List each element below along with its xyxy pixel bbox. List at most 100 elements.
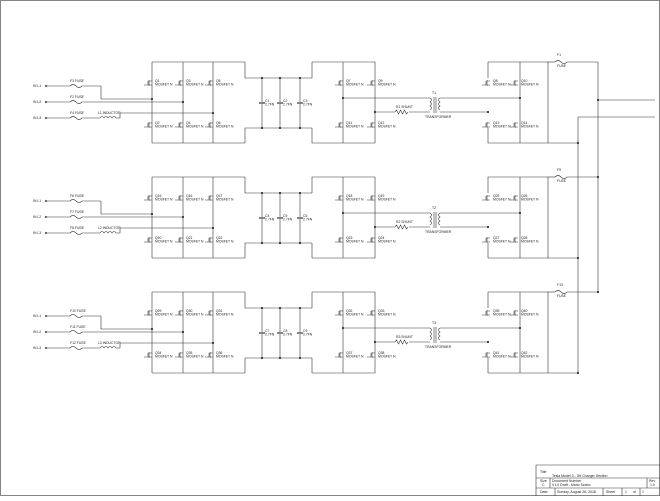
mosfet-symbol <box>482 310 490 316</box>
input-connector <box>44 330 48 334</box>
mosfet-ref: Q11 <box>346 121 352 125</box>
mosfet-ref: Q13 <box>493 121 500 125</box>
mosfet-ref: Q35 <box>186 351 193 355</box>
junction-dot <box>486 225 490 229</box>
junction-dot <box>260 76 264 80</box>
rev-value: 1.0 <box>650 483 655 487</box>
wire <box>116 227 213 234</box>
mosfet-ref: Q5 <box>216 79 221 83</box>
junction-dot <box>150 97 154 101</box>
mosfet-label: MOSFET N <box>493 83 511 87</box>
docnum-value: V1.0 Draft - Mario Szabo <box>552 483 591 487</box>
size-value: C <box>542 483 545 487</box>
input-connector <box>44 199 48 203</box>
mosfet-ref: Q28 <box>521 236 528 240</box>
mosfet-ref: Q7 <box>346 79 351 83</box>
mosfet-label: MOSFET N <box>346 83 364 87</box>
capacitor-ref: C5 <box>283 214 287 218</box>
mosfet-symbol <box>205 195 213 201</box>
mosfet-ref: Q6 <box>216 121 221 125</box>
wire <box>100 86 152 100</box>
mosfet-label: MOSFET N <box>216 240 234 244</box>
mosfet-label: MOSFET N <box>186 355 204 359</box>
mosfet-symbol <box>510 80 518 86</box>
mosfet-symbol <box>175 352 183 358</box>
capacitor-value: 2.7FN <box>283 218 293 222</box>
mosfet-symbol <box>367 122 375 128</box>
inductor-symbol <box>99 346 117 349</box>
mosfet-label: MOSFET N <box>346 313 364 317</box>
fuse-label: F2 FUSE <box>70 95 85 99</box>
mosfet-ref: Q42 <box>521 351 528 355</box>
mosfet-label: MOSFET N <box>155 313 173 317</box>
sheet-value: 1 <box>625 490 627 494</box>
mosfet-label: MOSFET N <box>186 198 204 202</box>
inductor-label: L1 INDUCTOR <box>98 111 121 115</box>
capacitor-ref: C8 <box>283 329 287 333</box>
bridge-3-outline <box>487 61 549 144</box>
output-fuse-label: FUSE <box>557 294 567 298</box>
mosfet-label: MOSFET N <box>155 125 173 129</box>
mosfet-ref: Q29 <box>155 309 162 313</box>
mosfet-symbol <box>144 80 152 86</box>
input-connector <box>44 100 48 104</box>
junction-dot <box>211 111 215 115</box>
wire <box>100 316 152 330</box>
mosfet-ref: Q22 <box>216 236 223 240</box>
fuse-symbol <box>69 346 83 350</box>
transformer-primary <box>429 97 432 111</box>
junction-dot <box>298 356 302 360</box>
mosfet-symbol <box>144 122 152 128</box>
mosfet-symbol <box>510 352 518 358</box>
mosfet-symbol <box>205 80 213 86</box>
capacitor-value: 2.7FN <box>265 103 275 107</box>
mosfet-label: MOSFET N <box>493 355 511 359</box>
mosfet-ref: Q39 <box>493 309 500 313</box>
mosfet-label: MOSFET N <box>378 313 396 317</box>
wire <box>152 127 257 144</box>
input-label: IN L1 <box>33 314 41 318</box>
mosfet-symbol <box>367 352 375 358</box>
mosfet-ref: Q12 <box>378 121 385 125</box>
mosfet-ref: Q30 <box>186 309 193 313</box>
mosfet-label: MOSFET N <box>216 83 234 87</box>
junction-dot <box>211 341 215 345</box>
junction-dot <box>298 126 302 130</box>
mosfet-ref: Q10 <box>521 79 528 83</box>
transformer-secondary <box>438 327 441 341</box>
mosfet-label: MOSFET N <box>155 198 173 202</box>
wire <box>311 61 376 144</box>
fuse-label: F12 FUSE <box>70 341 87 345</box>
junction-dot <box>298 76 302 80</box>
transformer-primary <box>429 327 432 341</box>
shunt-resistor-symbol <box>394 224 409 230</box>
input-connector <box>44 116 48 120</box>
fuse-symbol <box>69 231 83 235</box>
junction-dot <box>298 241 302 245</box>
junction-dot <box>298 191 302 195</box>
mosfet-ref: Q15 <box>155 194 162 198</box>
wire <box>116 112 213 119</box>
mosfet-label: MOSFET N <box>378 83 396 87</box>
mosfet-symbol <box>335 80 343 86</box>
output-fuse-ref: F13 <box>557 283 563 287</box>
mosfet-symbol <box>482 80 490 86</box>
